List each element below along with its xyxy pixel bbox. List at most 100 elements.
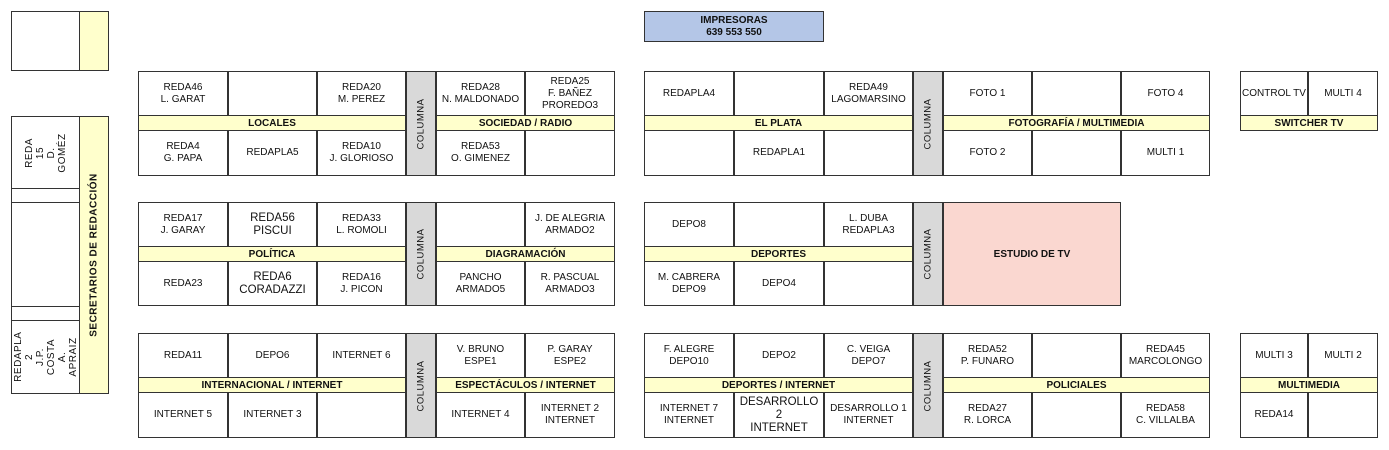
section-band-deportes: DEPORTES [644, 246, 913, 262]
desk [1032, 392, 1121, 438]
columna-label: COLUMNA [415, 97, 427, 150]
columna-pillar: COLUMNA [406, 202, 436, 306]
section-band-el_plata: EL PLATA [644, 115, 913, 131]
desk: V. BRUNO ESPE1 [436, 333, 525, 378]
desk [824, 261, 913, 306]
desk: MULTI 1 [1121, 130, 1210, 176]
desk: DEPO8 [644, 202, 734, 247]
desk: REDAPLA1 [734, 130, 824, 176]
estudio-de-tv: ESTUDIO DE TV [943, 202, 1121, 306]
desk: INTERNET 4 [436, 392, 525, 438]
columna-pillar: COLUMNA [913, 333, 943, 438]
section-band-politica: POLÍTICA [138, 246, 406, 262]
desk [644, 130, 734, 176]
desk: REDA17 J. GARAY [138, 202, 228, 247]
columna-label: COLUMNA [922, 228, 934, 280]
impresoras-numbers: 639 553 550 [706, 26, 762, 38]
desk: INTERNET 5 [138, 392, 228, 438]
left-desk-reda15: REDA 15 D. GOMÉZ [11, 116, 80, 189]
desk: F. ALEGRE DEPO10 [644, 333, 734, 378]
columna-label: COLUMNA [922, 359, 934, 412]
left-desk-reda15-label: REDA 15 D. GOMÉZ [23, 132, 68, 173]
desk: REDA56 PISCUI [228, 202, 317, 247]
impresoras-box: IMPRESORAS 639 553 550 [644, 11, 824, 42]
desk [1308, 392, 1378, 438]
top-left-desk [11, 11, 80, 71]
section-band-sociedad: SOCIEDAD / RADIO [436, 115, 615, 131]
desk: REDA16 J. PICON [317, 261, 406, 306]
section-band-espectaculos: ESPECTÁCULOS / INTERNET [436, 377, 615, 393]
desk: REDA45 MARCOLONGO [1121, 333, 1210, 378]
desk: REDA58 C. VILLALBA [1121, 392, 1210, 438]
desk: REDA10 J. GLORIOSO [317, 130, 406, 176]
desk: PANCHO ARMADO5 [436, 261, 525, 306]
desk [1032, 71, 1121, 116]
columna-pillar: COLUMNA [913, 202, 943, 306]
desk [525, 130, 615, 176]
desk: DEPO6 [228, 333, 317, 378]
desk: REDA53 O. GIMENEZ [436, 130, 525, 176]
left-desk-redapla2: REDAPLA 2 J.P. COSTA A. APRAIZ [11, 320, 80, 394]
desk [734, 71, 824, 116]
desk: REDA23 [138, 261, 228, 306]
desk: INTERNET 2 INTERNET [525, 392, 615, 438]
top-left-desk-strip [79, 11, 109, 71]
desk: INTERNET 3 [228, 392, 317, 438]
desk: REDAPLA4 [644, 71, 734, 116]
desk: MULTI 2 [1308, 333, 1378, 378]
section-band-fotografia: FOTOGRAFÍA / MULTIMEDIA [943, 115, 1210, 131]
desk: M. CABRERA DEPO9 [644, 261, 734, 306]
secretarios-label: SECRETARIOS DE REDACCIÓN [88, 173, 100, 337]
columna-pillar: COLUMNA [406, 71, 436, 176]
left-desk-small [11, 188, 80, 203]
section-band-deportes_internet: DEPORTES / INTERNET [644, 377, 913, 393]
desk: REDA20 M. PEREZ [317, 71, 406, 116]
section-band-multimedia: MULTIMEDIA [1240, 377, 1378, 393]
desk: REDAPLA5 [228, 130, 317, 176]
section-band-internacional: INTERNACIONAL / INTERNET [138, 377, 406, 393]
section-band-switcher: SWITCHER TV [1240, 115, 1378, 131]
left-desk-small-2 [11, 306, 80, 321]
desk: FOTO 1 [943, 71, 1032, 116]
desk: CONTROL TV [1240, 71, 1308, 116]
desk: REDA11 [138, 333, 228, 378]
desk: J. DE ALEGRIA ARMADO2 [525, 202, 615, 247]
desk: REDA28 N. MALDONADO [436, 71, 525, 116]
desk: REDA25 F. BAÑEZ PROREDO3 [525, 71, 615, 116]
columna-label: COLUMNA [922, 97, 934, 150]
section-band-locales: LOCALES [138, 115, 406, 131]
columna-pillar: COLUMNA [406, 333, 436, 438]
impresoras-title: IMPRESORAS [700, 14, 768, 26]
left-desk-redapla2-label: REDAPLA 2 J.P. COSTA A. APRAIZ [12, 331, 79, 382]
section-band-policiales: POLICIALES [943, 377, 1210, 393]
desk: DESARROLLO 1 INTERNET [824, 392, 913, 438]
desk: REDA46 L. GARAT [138, 71, 228, 116]
desk: REDA33 L. ROMOLI [317, 202, 406, 247]
desk: REDA6 CORADAZZI [228, 261, 317, 306]
columna-pillar: COLUMNA [913, 71, 943, 176]
secretarios-strip: SECRETARIOS DE REDACCIÓN [79, 116, 109, 394]
desk: P. GARAY ESPE2 [525, 333, 615, 378]
desk: INTERNET 6 [317, 333, 406, 378]
desk: DEPO4 [734, 261, 824, 306]
desk: FOTO 4 [1121, 71, 1210, 116]
desk: REDA49 LAGOMARSINO [824, 71, 913, 116]
desk: REDA14 [1240, 392, 1308, 438]
desk [824, 130, 913, 176]
section-band-diagramacion: DIAGRAMACIÓN [436, 246, 615, 262]
desk: REDA27 R. LORCA [943, 392, 1032, 438]
columna-label: COLUMNA [415, 359, 427, 412]
desk: REDA52 P. FUNARO [943, 333, 1032, 378]
desk [228, 71, 317, 116]
desk: REDA4 G. PAPA [138, 130, 228, 176]
left-desk-empty [11, 202, 80, 307]
desk [1032, 333, 1121, 378]
desk: DEPO2 [734, 333, 824, 378]
desk: C. VEIGA DEPO7 [824, 333, 913, 378]
desk: R. PASCUAL ARMADO3 [525, 261, 615, 306]
desk [734, 202, 824, 247]
desk: FOTO 2 [943, 130, 1032, 176]
desk: INTERNET 7 INTERNET [644, 392, 734, 438]
desk: L. DUBA REDAPLA3 [824, 202, 913, 247]
desk [1032, 130, 1121, 176]
